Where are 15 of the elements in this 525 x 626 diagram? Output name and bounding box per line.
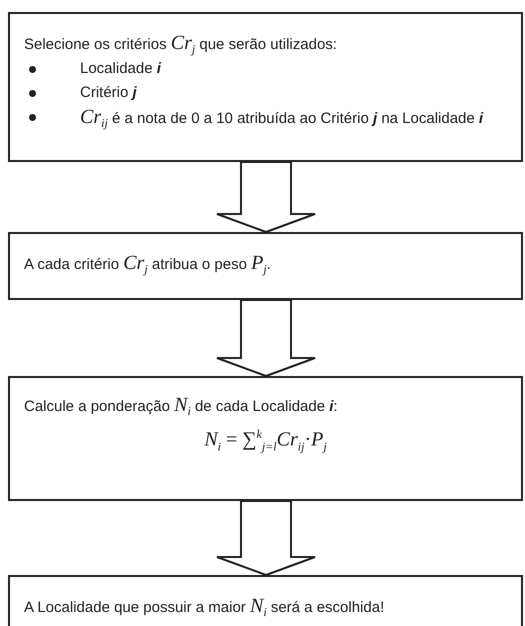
process-box [8,376,523,501]
bullet-item: Critério j [80,84,137,101]
process-box [8,232,523,300]
process-box [8,12,523,162]
block-arrow [216,299,316,378]
step-text: A Localidade que possuir a maior N$_{i}$ será a escolhida! [24,595,386,620]
step-text: A cada critério Cr$_{j}$ atribua o peso P$_{j}$. [24,252,272,277]
bullet-item: Cr$_{ij}$ é a nota de 0 a 10 atribuída ao Critério j na Localidade i [80,110,484,127]
block-arrow [216,161,316,234]
process-box [8,575,523,626]
formula: N$_{i}$ = ∑$^{k}$$_{j=l}$Cr$_{ij}$·P$_{j}$ [203,427,328,455]
block-arrow [216,500,316,576]
bullet-item: Localidade i [80,60,161,77]
step-text: Selecione os critérios Cr$_{j}$ que serão utilizados: [24,32,338,57]
step-text: Calcule a ponderação N$_{i}$ de cada Localidade i: [24,394,339,419]
